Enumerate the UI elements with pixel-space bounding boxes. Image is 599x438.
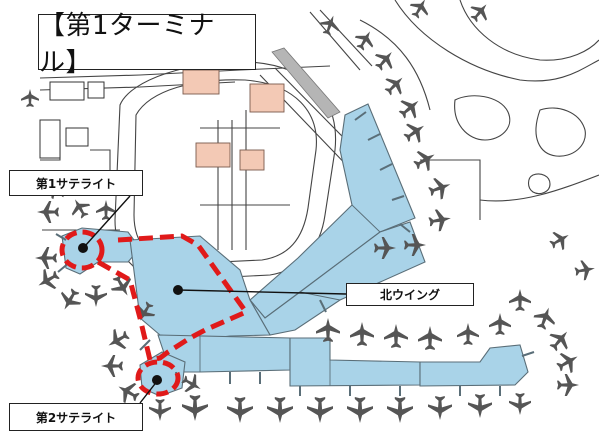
- airplane-icon: [227, 397, 253, 423]
- airplane-icon: [418, 326, 442, 350]
- satellite-1-highlight: [59, 229, 105, 271]
- jet-bridge: [379, 163, 393, 171]
- label-north-wing: 北ウイング: [346, 283, 474, 306]
- airplane-icon: [406, 0, 434, 22]
- airplane-icon: [21, 89, 39, 107]
- airplane-icon: [457, 323, 479, 345]
- jet-bridge: [319, 299, 327, 313]
- jet-bridges: [55, 111, 535, 396]
- callout-markers: [78, 243, 183, 385]
- airplane-icon: [425, 173, 455, 203]
- jet-bridge: [367, 133, 381, 141]
- airplane-icon: [380, 70, 410, 100]
- location-dot-icon: [152, 375, 162, 385]
- airplane-icon: [102, 324, 134, 356]
- airplane-icon: [509, 289, 531, 311]
- location-dot-icon: [173, 285, 183, 295]
- airplane-icon: [489, 313, 511, 335]
- airplane-icon: [350, 322, 374, 346]
- airplane-icon: [552, 346, 584, 378]
- airplane-icon: [394, 92, 426, 124]
- airplane-icon: [85, 285, 107, 307]
- airplane-icon: [384, 324, 408, 348]
- transfer-route: [96, 233, 249, 363]
- airplane-icon: [530, 303, 560, 333]
- building-icon: [249, 83, 285, 113]
- airplane-icon: [35, 247, 57, 269]
- airplane-icon: [428, 396, 452, 420]
- map-title: 【第1ターミナル】: [38, 11, 256, 78]
- building-icon: [182, 69, 220, 95]
- south-pier: [289, 337, 421, 387]
- airplane-icon: [37, 201, 59, 223]
- building-icon: [195, 142, 231, 168]
- airplane-icon: [182, 395, 208, 421]
- airplane-icon: [468, 394, 492, 418]
- airplane-icon: [96, 200, 116, 220]
- airplane-icon: [465, 0, 495, 27]
- airplane-icon: [351, 26, 379, 54]
- gray-runway-strip: [271, 47, 341, 119]
- terminal-buildings: [61, 103, 529, 397]
- central-building: [129, 235, 271, 341]
- airplane-icon: [557, 374, 579, 396]
- airplane-icon: [399, 116, 431, 148]
- location-dot-icon: [78, 243, 88, 253]
- airplane-icon: [387, 397, 413, 423]
- jet-bridge: [521, 351, 535, 357]
- airplane-icon: [307, 397, 333, 423]
- airplane-icon: [66, 194, 94, 222]
- jet-bridge: [139, 339, 151, 351]
- building-icon: [239, 149, 265, 171]
- airplane-icon: [54, 284, 86, 316]
- label-satellite-1: 第1サテライト: [9, 170, 143, 196]
- jet-bridge: [55, 233, 67, 241]
- airplane-icon: [546, 226, 574, 254]
- satellite-2-highlight: [135, 359, 181, 397]
- jet-bridge: [399, 223, 411, 233]
- landside-buildings: [182, 69, 285, 171]
- airplane-icon: [370, 45, 400, 75]
- airplane-icon: [347, 397, 373, 423]
- airplane-icon: [573, 258, 597, 282]
- airplane-icon: [544, 324, 576, 356]
- airplane-icon: [509, 393, 531, 415]
- airplane-icon: [149, 399, 171, 421]
- outbuildings: [39, 81, 105, 159]
- east-pier: [419, 344, 529, 387]
- label-satellite-2: 第2サテライト: [9, 403, 143, 431]
- jet-bridge: [391, 195, 405, 201]
- airplane-icon: [101, 355, 123, 377]
- airplane-icon: [267, 397, 293, 423]
- airplane-icon: [427, 207, 453, 233]
- jet-bridge: [354, 111, 367, 121]
- airplane-icon: [32, 264, 64, 296]
